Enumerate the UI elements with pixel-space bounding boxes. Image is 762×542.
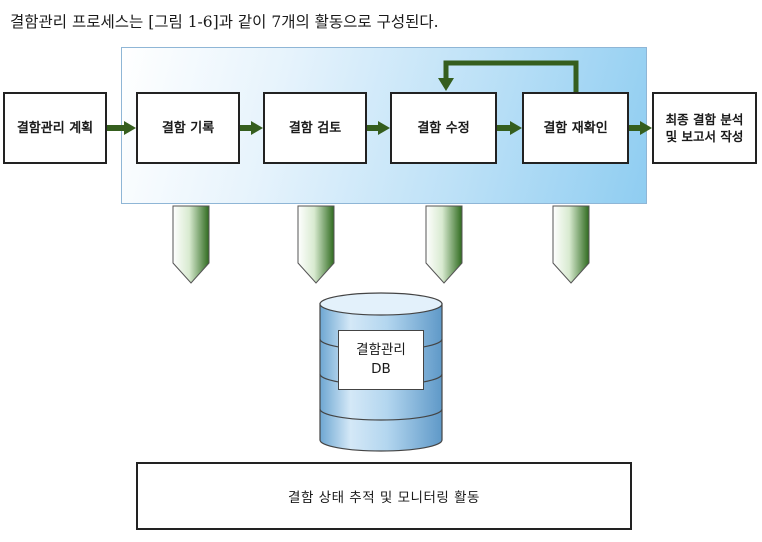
caption-text: 결함관리 프로세스는 [그림 1-6]과 같이 7개의 활동으로 구성된다. — [10, 13, 439, 31]
step-defect-fix: 결함 수정 — [390, 92, 497, 164]
step-defect-reconfirm-label: 결함 재확인 — [543, 120, 608, 136]
flow-arrow-confirm-final — [629, 121, 652, 135]
step-defect-plan: 결함관리 계획 — [3, 92, 107, 164]
step-final-line1: 최종 결함 분석 — [665, 112, 744, 127]
step-defect-record: 결함 기록 — [136, 92, 240, 164]
flow-arrow-record-review — [240, 121, 263, 135]
step-defect-fix-label: 결함 수정 — [417, 120, 470, 136]
step-defect-review: 결함 검토 — [263, 92, 367, 164]
funnel-connector-fix — [425, 205, 463, 284]
database-label: 결함관리 DB — [338, 330, 424, 390]
database-label-line1: 결함관리 — [356, 342, 406, 358]
step-defect-review-label: 결함 검토 — [288, 120, 342, 136]
step-final-analysis-report: 최종 결함 분석 및 보고서 작성 — [652, 92, 757, 164]
step-defect-reconfirm: 결함 재확인 — [522, 92, 629, 164]
loop-back-arrow-icon — [443, 60, 579, 92]
loop-back-arrowhead — [438, 78, 454, 91]
step-defect-record-label: 결함 기록 — [161, 120, 215, 136]
flow-arrow-plan-record — [107, 121, 136, 135]
funnel-connector-review — [297, 205, 335, 284]
funnel-connector-icon — [172, 205, 590, 284]
database-label-line2: DB — [371, 361, 391, 377]
funnel-connector-record — [172, 205, 210, 284]
monitoring-activity-box: 결함 상태 추적 및 모니터링 활동 — [136, 462, 632, 530]
step-defect-plan-label: 결함관리 계획 — [16, 120, 94, 136]
flow-arrow-review-fix — [367, 121, 390, 135]
flow-arrow-fix-confirm — [497, 121, 522, 135]
funnel-connector-confirm — [552, 205, 590, 284]
step-final-line2: 및 보고서 작성 — [665, 129, 744, 144]
monitoring-activity-label: 결함 상태 추적 및 모니터링 활동 — [288, 490, 480, 506]
